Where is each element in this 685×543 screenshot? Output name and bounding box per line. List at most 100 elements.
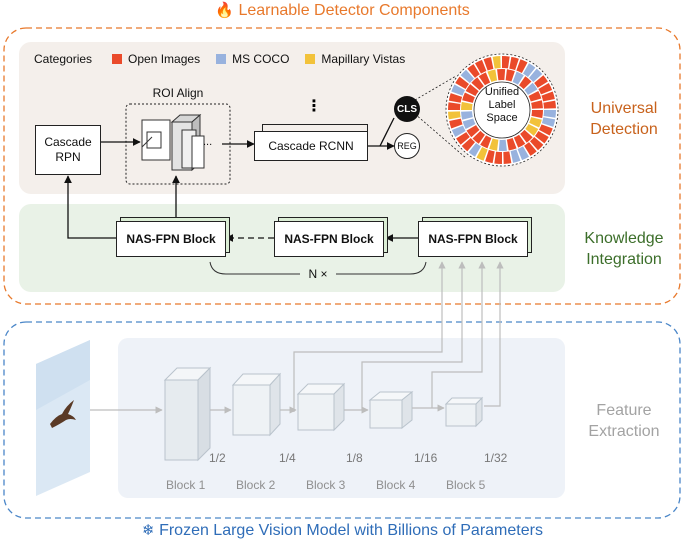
label-space-segment [476, 147, 488, 161]
legend-swatch-open-images [112, 54, 123, 64]
label-space-segment [534, 75, 548, 88]
unified-label-space-ring [445, 53, 559, 167]
label-space-segment [539, 124, 553, 136]
label-space-segment [510, 149, 521, 163]
legend-label-mapillary: Mapillary Vistas [321, 52, 406, 66]
label-space-segment [472, 130, 485, 144]
label-space-segment [451, 84, 465, 96]
roi-align-label: ROI Align [152, 86, 204, 100]
roi-align-region [125, 103, 231, 185]
input-image [36, 340, 90, 496]
label-space-segment [465, 84, 479, 97]
label-space-segment [529, 136, 544, 151]
feature-line1: Feature [596, 402, 652, 419]
label-space-segment [456, 132, 470, 145]
cascade-rpn-line2: RPN [55, 150, 81, 164]
label-space-segment [485, 149, 495, 164]
label-space-segment [455, 76, 469, 89]
legend-swatch-ms-coco [216, 54, 227, 64]
label-space-segment [460, 69, 475, 84]
nas-fpn-block-1: NAS-FPN Block [116, 221, 226, 257]
label-space-segment [528, 68, 543, 83]
backbone-block-3-shape [296, 382, 346, 432]
label-space-segment [487, 69, 498, 82]
backbone-block-4-shape [368, 390, 414, 430]
block-label-1: Block 1 [166, 478, 206, 492]
label-space-segment [480, 135, 492, 149]
label-space-segment [461, 111, 473, 120]
roi-feature-stack [141, 113, 205, 172]
label-space-segment [494, 151, 502, 164]
label-space-segment [448, 93, 463, 103]
knowledge-integration-label: Knowledge Integration [568, 228, 680, 270]
scale-label-4: 1/16 [414, 451, 438, 465]
block-label-3: Block 3 [306, 478, 346, 492]
label-space-segment [451, 125, 466, 137]
label-space-segment [541, 117, 556, 127]
label-space-segment [513, 134, 526, 148]
label-space-segment [543, 110, 556, 118]
label-space-line2: Label [488, 99, 516, 111]
feature-extraction-label: Feature Extraction [568, 400, 680, 442]
legend-label-open-images: Open Images [128, 52, 201, 66]
label-space-segment [462, 118, 476, 130]
footer-title-text: Frozen Large Vision Model with Billions … [159, 522, 543, 539]
categories-legend: Categories Open Images MS COCO Mapillary… [34, 52, 405, 66]
label-space-segment [461, 101, 473, 110]
label-space-segment [506, 138, 517, 151]
label-space-segment [466, 125, 480, 138]
rcnn-stack-dots: ⋮ [306, 98, 322, 115]
scale-label-5: 1/32 [484, 451, 508, 465]
nas-fpn-block-3: NAS-FPN Block [418, 221, 528, 257]
label-space-segment [478, 72, 491, 86]
label-space-segment [529, 117, 542, 128]
reg-head: REG [394, 133, 420, 159]
unified-label-space-text: Unified Label Space [470, 86, 534, 125]
cls-head: CLS [394, 96, 420, 122]
label-space-segment [505, 69, 515, 82]
label-space-segment [462, 92, 475, 103]
label-space-segment [512, 71, 524, 85]
label-space-segment [498, 139, 507, 151]
block-label-5: Block 5 [446, 478, 486, 492]
universal-line2: Detection [590, 121, 658, 138]
label-space-segment [483, 57, 494, 71]
scale-label-2: 1/4 [279, 451, 296, 465]
label-space-segment [528, 90, 542, 102]
label-space-segment [531, 100, 543, 109]
label-space-segment [467, 64, 480, 78]
label-space-segment [461, 137, 476, 152]
block-label-4: Block 4 [376, 478, 416, 492]
header-title: 🔥 Learnable Detector Components [0, 0, 685, 22]
label-space-line1: Unified [484, 86, 520, 98]
label-space-segment [489, 138, 499, 151]
frozen-model-frame [3, 321, 681, 519]
label-space-segment [497, 69, 506, 81]
label-space-segment [519, 76, 532, 90]
header-title-text: Learnable Detector Components [238, 2, 470, 19]
repeat-n-label: N × [308, 267, 328, 281]
footer-title: ❄ Frozen Large Vision Model with Billion… [0, 520, 685, 542]
label-space-segment [471, 77, 484, 91]
scale-label-1: 1/2 [209, 451, 226, 465]
label-space-segment [509, 56, 519, 71]
label-space-segment [535, 131, 549, 144]
nas-fpn-block-2: NAS-FPN Block [274, 221, 384, 257]
scale-label-3: 1/8 [346, 451, 363, 465]
label-space-segment [541, 91, 555, 102]
label-space-segment [524, 142, 537, 156]
feature-line2: Extraction [588, 423, 660, 440]
flame-icon: 🔥 [215, 2, 234, 19]
knowledge-line2: Integration [586, 251, 662, 268]
cascade-rpn-line1: Cascade [44, 135, 92, 149]
label-space-segment [502, 56, 510, 69]
label-space-segment [475, 59, 487, 74]
label-space-segment [503, 151, 512, 164]
label-space-segment [543, 100, 556, 109]
label-space-segment [523, 63, 536, 77]
label-space-segment [448, 111, 461, 120]
label-space-segment [516, 59, 528, 73]
block-label-2: Block 2 [236, 478, 276, 492]
